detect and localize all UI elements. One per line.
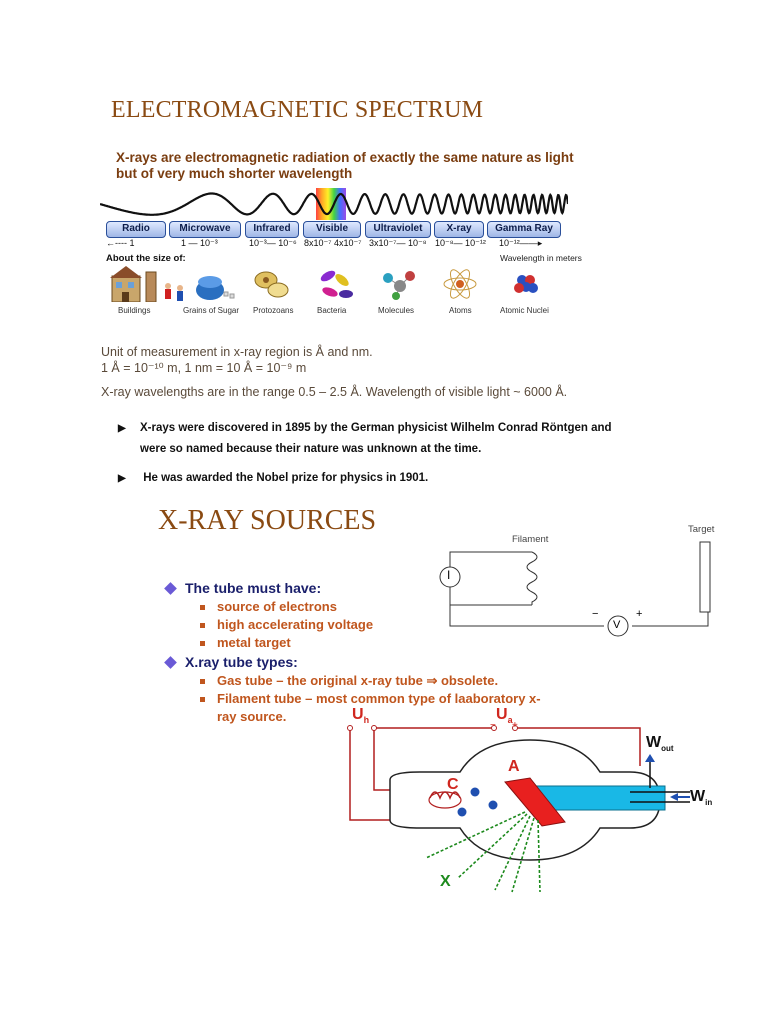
wavelength-unit-label: Wavelength in meters bbox=[500, 253, 582, 263]
ua-minus: − bbox=[490, 720, 496, 731]
unit-line-3: X-ray wavelengths are in the range 0.5 –… bbox=[101, 385, 568, 399]
caption-atoms: Atoms bbox=[449, 306, 472, 315]
band-infrared: Infrared bbox=[245, 221, 299, 238]
circuit-diagram: Filament Target I V − + bbox=[432, 520, 732, 640]
caption-protozoans: Protozoans bbox=[253, 306, 294, 315]
square-bullet-icon bbox=[200, 641, 205, 647]
ua-label: Ua bbox=[496, 706, 513, 726]
band-microwave: Microwave bbox=[169, 221, 241, 238]
band-radio: Radio bbox=[106, 221, 166, 238]
band-value-radio: ←---- 1 bbox=[106, 238, 135, 248]
tube-graphic bbox=[347, 725, 690, 893]
circuit-wires bbox=[439, 541, 711, 637]
bacteria-icon bbox=[320, 270, 353, 298]
band-value-infrared: 10⁻³— 10⁻⁶ bbox=[249, 238, 297, 248]
band-value-gamma: 10⁻¹²——▸ bbox=[499, 238, 543, 248]
type-gas-tube: Gas tube – the original x-ray tube ⇒ obs… bbox=[217, 673, 499, 688]
diamond-bullet-icon bbox=[164, 656, 177, 669]
type-filament-tube: Filament tube – most common type of laab… bbox=[217, 691, 541, 706]
tube-item-2: high accelerating voltage bbox=[217, 617, 374, 632]
unit-line-1: Unit of measurement in x-ray region is Å… bbox=[101, 345, 373, 359]
wave-graphic bbox=[100, 188, 568, 220]
tube-item-1: source of electrons bbox=[217, 599, 337, 614]
unit-line-2: 1 Å = 10⁻¹⁰ m, 1 nm = 10 Å = 10⁻⁹ m bbox=[101, 361, 307, 375]
voltage-plus: + bbox=[636, 608, 643, 620]
square-bullet-icon bbox=[200, 605, 205, 611]
types-title: X.ray tube types: bbox=[185, 654, 298, 670]
bullet-nobel: ▶ He was awarded the Nobel prize for phy… bbox=[118, 468, 428, 489]
band-value-ultraviolet: 3x10⁻⁷— 10⁻⁸ bbox=[369, 238, 427, 248]
voltage-symbol: V bbox=[613, 619, 621, 631]
protozoa-icon bbox=[254, 271, 289, 298]
em-intro: X-rays are electromagnetic radiation of … bbox=[116, 150, 574, 182]
filament-label: Filament bbox=[512, 534, 549, 545]
nucleus-icon bbox=[514, 275, 538, 293]
ua-plus: + bbox=[512, 720, 518, 731]
w-in-label: Win bbox=[690, 788, 713, 808]
band-value-xray: 10⁻⁸— 10⁻¹² bbox=[435, 238, 486, 248]
uh-label: Uh bbox=[352, 706, 370, 726]
bullet-discovery-line1: X-rays were discovered in 1895 by the Ge… bbox=[140, 422, 612, 434]
bullet-arrow-icon: ▶ bbox=[118, 473, 126, 484]
current-symbol: I bbox=[447, 568, 451, 582]
em-intro-line1: X-rays are electromagnetic radiation of … bbox=[116, 150, 574, 165]
tube-requirements: The tube must have: source of electrons … bbox=[164, 580, 541, 726]
caption-buildings: Buildings bbox=[118, 306, 151, 315]
bullet-discovery: ▶ X-rays were discovered in 1895 by the G… bbox=[118, 418, 612, 459]
band-visible: Visible bbox=[303, 221, 361, 238]
xray-label: X bbox=[440, 873, 451, 890]
tube-item-3: metal target bbox=[217, 635, 291, 650]
type-filament-tube-cont: ray source. bbox=[217, 709, 287, 724]
band-value-microwave: 1 — 10⁻³ bbox=[181, 238, 218, 248]
sugar-icon bbox=[196, 276, 235, 300]
bullet-nobel-text: He was awarded the Nobel prize for physi… bbox=[140, 472, 429, 484]
square-bullet-icon bbox=[200, 623, 205, 629]
bullet-discovery-line2: were so named because their nature was u… bbox=[140, 443, 482, 455]
xray-tube-diagram: Uh Ua − + C A Wout Win X bbox=[330, 700, 730, 900]
caption-molecules: Molecules bbox=[378, 306, 415, 315]
anode-label: A bbox=[508, 758, 520, 775]
caption-nuclei: Atomic Nuclei bbox=[500, 306, 549, 315]
buildings-icon bbox=[110, 266, 183, 302]
square-bullet-icon bbox=[200, 679, 205, 685]
em-spectrum-figure: Radio Microwave Infrared Visible Ultravi… bbox=[0, 0, 768, 330]
atom-icon bbox=[443, 269, 477, 299]
caption-sugar: Grains of Sugar bbox=[183, 306, 240, 315]
em-intro-line2: but of very much shorter wavelength bbox=[116, 166, 353, 181]
square-bullet-icon bbox=[200, 697, 205, 703]
about-size-label: About the size of: bbox=[106, 253, 186, 264]
voltage-minus: − bbox=[592, 608, 599, 620]
unit-text: Unit of measurement in x-ray region is Å… bbox=[101, 344, 567, 400]
diamond-bullet-icon bbox=[164, 582, 177, 595]
tube-title: The tube must have: bbox=[185, 580, 322, 596]
em-section-title: ELECTROMAGNETIC SPECTRUM bbox=[111, 97, 484, 123]
w-out-label: Wout bbox=[646, 734, 674, 754]
band-value-visible: 8x10⁻⁷ 4x10⁻⁷ bbox=[304, 238, 362, 248]
target-label: Target bbox=[688, 524, 715, 535]
bullet-arrow-icon: ▶ bbox=[118, 423, 126, 434]
molecules-icon bbox=[383, 271, 415, 300]
sources-title: X-RAY SOURCES bbox=[158, 505, 377, 536]
band-xray: X-ray bbox=[434, 221, 484, 238]
caption-bacteria: Bacteria bbox=[317, 306, 347, 315]
band-ultraviolet: Ultraviolet bbox=[365, 221, 431, 238]
band-gamma: Gamma Ray bbox=[487, 221, 561, 238]
cathode-label: C bbox=[447, 776, 459, 793]
